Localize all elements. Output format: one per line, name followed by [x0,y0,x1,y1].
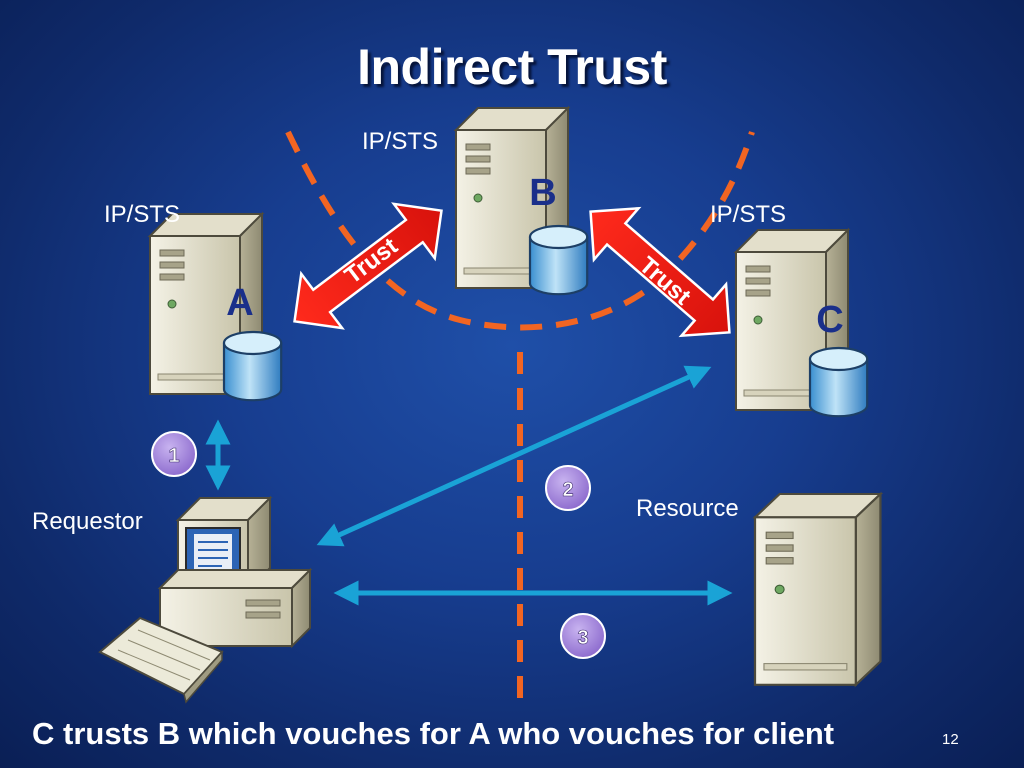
trust-arrow-right [589,206,731,338]
resource-server[interactable] [753,492,882,686]
step-number: 2 [562,479,573,501]
slide-caption: C trusts B which vouches for A who vouch… [32,716,835,751]
arrow-2 [316,365,712,547]
server-c-role-label: IP/STS [710,201,787,228]
requestor-computer[interactable] [98,495,313,704]
server-a[interactable] [149,213,283,402]
server-b[interactable] [455,107,589,296]
server-a-letter: A [226,282,253,324]
server-b-letter: B [529,172,556,214]
server-c-letter: C [816,299,843,341]
step-badge-2: 2 [545,465,591,511]
step-number: 1 [168,445,179,467]
requestor-label: Requestor [32,508,143,535]
flow-arrows [205,365,733,606]
step-badge-3: 3 [560,613,606,659]
trust-arrow-left [293,202,443,330]
server-b-role-label: IP/STS [362,128,439,155]
step-badge-1: 1 [151,431,197,477]
step-number: 3 [577,627,588,649]
slide-title: Indirect Trust [357,39,667,95]
server-c[interactable] [735,229,869,418]
resource-label: Resource [636,495,739,522]
server-a-role-label: IP/STS [104,201,181,228]
page-number: 12 [942,731,959,748]
